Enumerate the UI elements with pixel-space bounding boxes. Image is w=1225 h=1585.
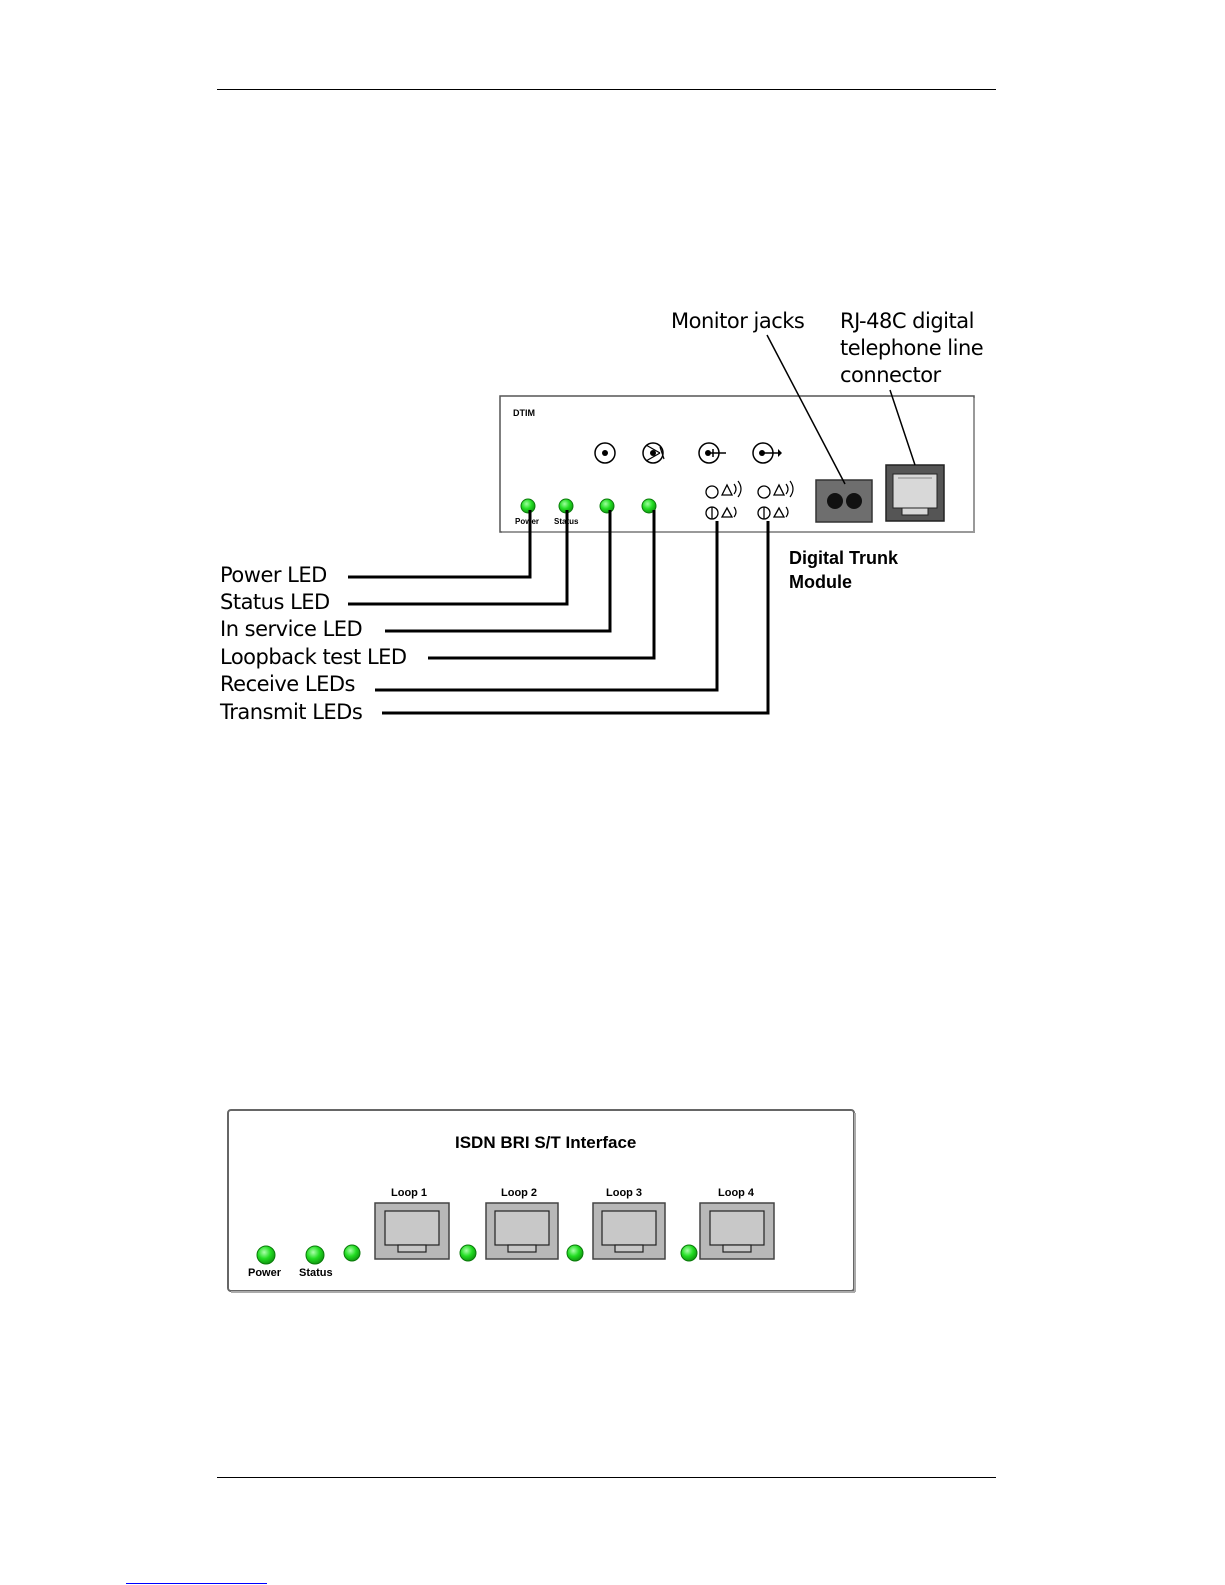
isdn-status-led [306,1246,324,1264]
isdn-status-caption: Status [299,1267,333,1279]
loop4-port [700,1203,774,1259]
isdn-title: ISDN BRI S/T Interface [455,1133,636,1153]
loop4-led [681,1245,697,1261]
loop2-port [486,1203,558,1259]
footer-rule [217,1477,996,1478]
footer-link-underline[interactable] [126,1583,267,1584]
isdn-power-caption: Power [248,1267,281,1279]
loop1-port [375,1203,449,1259]
loop3-label: Loop 3 [606,1187,642,1199]
loop2-label: Loop 2 [501,1187,537,1199]
loop2-led [460,1245,476,1261]
loop3-port [593,1203,665,1259]
loop1-label: Loop 1 [391,1187,427,1199]
loop3-led [567,1245,583,1261]
isdn-power-led [257,1246,275,1264]
loop4-label: Loop 4 [718,1187,754,1199]
isdn-bri-diagram [0,0,1225,1320]
loop1-led [344,1245,360,1261]
